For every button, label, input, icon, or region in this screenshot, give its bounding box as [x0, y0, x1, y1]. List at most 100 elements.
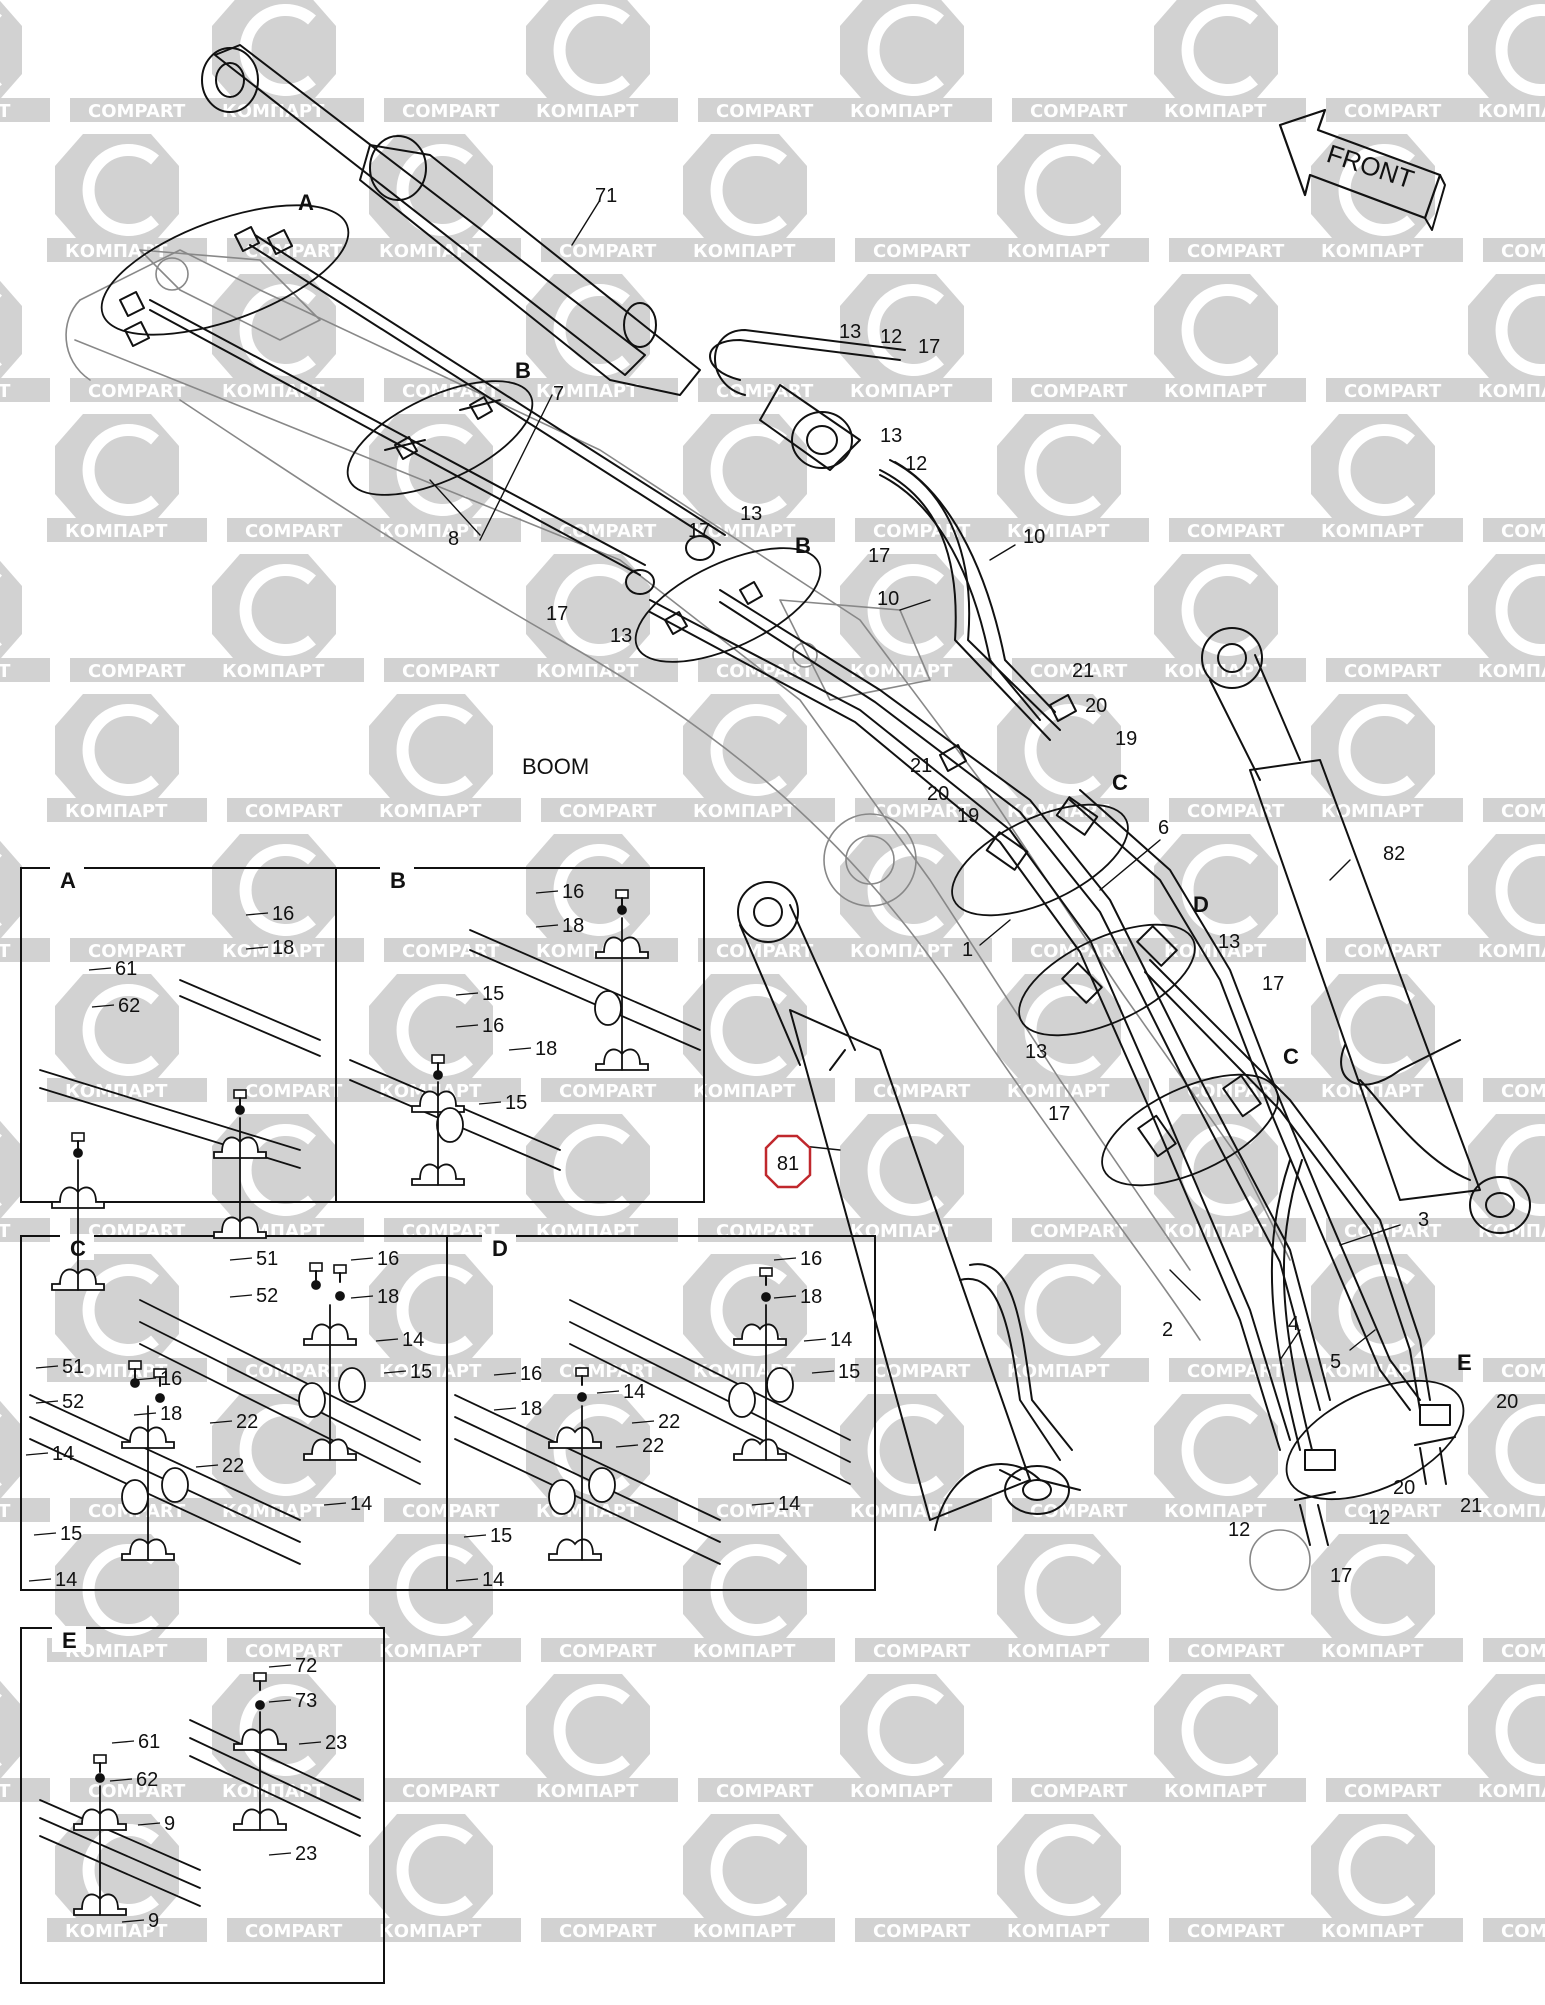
part-callout-7[interactable]: 7 [553, 383, 564, 405]
watermark-band [1012, 1778, 1152, 1802]
part-callout-13[interactable]: 13 [1218, 931, 1240, 953]
part-callout-17[interactable]: 17 [1330, 1565, 1352, 1587]
part-callout-17[interactable]: 17 [1262, 973, 1284, 995]
detail-d-callout-18[interactable]: 18 [800, 1286, 822, 1308]
detail-c-callout-14[interactable]: 14 [402, 1329, 424, 1351]
section-marker-d[interactable]: D [1193, 892, 1209, 917]
part-callout-13[interactable]: 13 [1025, 1041, 1047, 1063]
detail-d-callout-14[interactable]: 14 [778, 1493, 800, 1515]
watermark-band [1303, 518, 1463, 542]
part-callout-21[interactable]: 21 [910, 755, 932, 777]
detail-b-callout-15[interactable]: 15 [482, 983, 504, 1005]
part-callout-17[interactable]: 17 [868, 545, 890, 567]
detail-d-callout-14[interactable]: 14 [623, 1381, 645, 1403]
part-callout-17[interactable]: 17 [1048, 1103, 1070, 1125]
detail-c-callout-51[interactable]: 51 [256, 1248, 278, 1270]
detail-a-callout-62[interactable]: 62 [118, 995, 140, 1017]
detail-d-callout-22[interactable]: 22 [642, 1435, 664, 1457]
part-callout-12[interactable]: 12 [1228, 1519, 1250, 1541]
part-callout-82[interactable]: 82 [1383, 843, 1405, 865]
detail-e-callout-61[interactable]: 61 [138, 1731, 160, 1753]
detail-c-callout-14[interactable]: 14 [55, 1569, 77, 1591]
detail-a-callout-18[interactable]: 18 [272, 937, 294, 959]
detail-a-callout-16[interactable]: 16 [272, 903, 294, 925]
part-callout-20[interactable]: 20 [1393, 1477, 1415, 1499]
detail-b-callout-16[interactable]: 16 [482, 1015, 504, 1037]
detail-e-callout-23[interactable]: 23 [295, 1843, 317, 1865]
detail-d-callout-22[interactable]: 22 [658, 1411, 680, 1433]
watermark-text: КОМПАРТ [222, 1501, 325, 1522]
part-callout-21[interactable]: 21 [1460, 1495, 1482, 1517]
detail-e-callout-62[interactable]: 62 [136, 1769, 158, 1791]
part-callout-20[interactable]: 20 [927, 783, 949, 805]
part-callout-8[interactable]: 8 [448, 528, 459, 550]
detail-c-callout-22[interactable]: 22 [236, 1411, 258, 1433]
detail-e-callout-9[interactable]: 9 [164, 1813, 175, 1835]
detail-c-callout-18[interactable]: 18 [160, 1403, 182, 1425]
part-callout-13[interactable]: 13 [839, 321, 861, 343]
detail-e-callout-72[interactable]: 72 [295, 1655, 317, 1677]
part-callout-2[interactable]: 2 [1162, 1319, 1173, 1341]
section-marker-a[interactable]: A [298, 190, 314, 215]
section-marker-b[interactable]: B [515, 358, 531, 383]
detail-d-callout-15[interactable]: 15 [490, 1525, 512, 1547]
part-callout-13[interactable]: 13 [740, 503, 762, 525]
detail-b-callout-18[interactable]: 18 [535, 1038, 557, 1060]
section-marker-e[interactable]: E [1457, 1350, 1472, 1375]
part-callout-17[interactable]: 17 [546, 603, 568, 625]
detail-d-callout-16[interactable]: 16 [520, 1363, 542, 1385]
section-marker-c[interactable]: C [1283, 1044, 1299, 1069]
detail-a-callout-61[interactable]: 61 [115, 958, 137, 980]
part-callout-20[interactable]: 20 [1496, 1391, 1518, 1413]
part-callout-13[interactable]: 13 [880, 425, 902, 447]
watermark-band [1169, 1078, 1309, 1102]
detail-b-callout-16[interactable]: 16 [562, 881, 584, 903]
detail-c-callout-14[interactable]: 14 [350, 1493, 372, 1515]
detail-b-callout-15[interactable]: 15 [505, 1092, 527, 1114]
detail-b-callout-18[interactable]: 18 [562, 915, 584, 937]
part-callout-3[interactable]: 3 [1418, 1209, 1429, 1231]
detail-c-callout-16[interactable]: 16 [377, 1248, 399, 1270]
part-callout-4[interactable]: 4 [1288, 1313, 1299, 1335]
detail-c-callout-22[interactable]: 22 [222, 1455, 244, 1477]
part-callout-10[interactable]: 10 [877, 588, 899, 610]
part-callout-12[interactable]: 12 [1368, 1507, 1390, 1529]
section-marker-b[interactable]: B [795, 533, 811, 558]
part-callout-12[interactable]: 12 [905, 453, 927, 475]
part-callout-17[interactable]: 17 [918, 336, 940, 358]
detail-c-callout-14[interactable]: 14 [52, 1443, 74, 1465]
section-marker-c[interactable]: C [1112, 770, 1128, 795]
part-callout-20[interactable]: 20 [1085, 695, 1107, 717]
part-callout-21[interactable]: 21 [1072, 660, 1094, 682]
part-callout-19[interactable]: 19 [957, 805, 979, 827]
part-callout-1[interactable]: 1 [962, 939, 973, 961]
detail-c-callout-18[interactable]: 18 [377, 1286, 399, 1308]
detail-e-callout-73[interactable]: 73 [295, 1690, 317, 1712]
detail-c-callout-15[interactable]: 15 [410, 1361, 432, 1383]
detail-c-callout-15[interactable]: 15 [60, 1523, 82, 1545]
part-callout-71[interactable]: 71 [595, 185, 617, 207]
detail-d-callout-18[interactable]: 18 [520, 1398, 542, 1420]
part-callout-17[interactable]: 17 [688, 520, 710, 542]
pipe-line [29, 1438, 301, 1565]
part-callout-13[interactable]: 13 [610, 625, 632, 647]
detail-c-callout-16[interactable]: 16 [160, 1368, 182, 1390]
detail-d-callout-14[interactable]: 14 [830, 1329, 852, 1351]
detail-d-callout-14[interactable]: 14 [482, 1569, 504, 1591]
detail-c-callout-52[interactable]: 52 [62, 1391, 84, 1413]
part-callout-12[interactable]: 12 [880, 326, 902, 348]
watermark-band [1460, 1778, 1545, 1802]
detail-c-callout-52[interactable]: 52 [256, 1285, 278, 1307]
detail-e-callout-9[interactable]: 9 [148, 1910, 159, 1932]
detail-d-callout-15[interactable]: 15 [838, 1361, 860, 1383]
highlighted-part-81-badge[interactable]: 81 [764, 1134, 812, 1189]
part-callout-6[interactable]: 6 [1158, 817, 1169, 839]
detail-e-callout-23[interactable]: 23 [325, 1732, 347, 1754]
watermark-text: КОМПАРТ [850, 1781, 953, 1802]
part-callout-19[interactable]: 19 [1115, 728, 1137, 750]
part-callout-10[interactable]: 10 [1023, 526, 1045, 548]
detail-d-callout-16[interactable]: 16 [800, 1248, 822, 1270]
detail-c-callout-51[interactable]: 51 [62, 1356, 84, 1378]
watermark-band [384, 938, 524, 962]
part-callout-5[interactable]: 5 [1330, 1351, 1341, 1373]
